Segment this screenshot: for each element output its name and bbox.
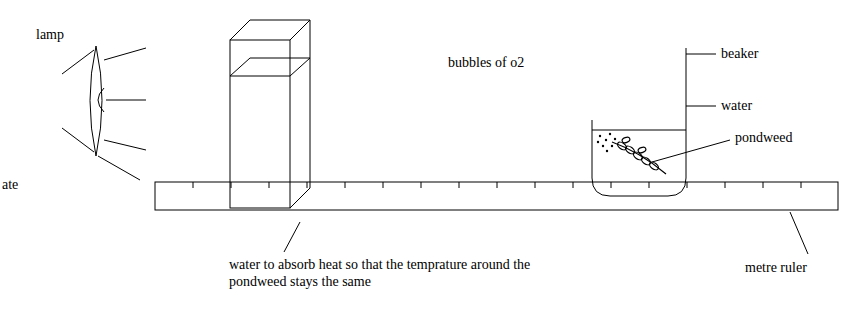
caption-note: water to absorb heat so that the temprat…: [229, 256, 559, 290]
beaker: [592, 48, 730, 196]
cut-off-label: ate: [2, 176, 18, 193]
pondweed-label: pondweed: [735, 129, 793, 146]
metre-ruler: [155, 182, 838, 254]
ruler-label: metre ruler: [745, 259, 807, 276]
beaker-label: beaker: [721, 45, 758, 62]
water-label: water: [721, 97, 752, 114]
oxygen-bubbles: [597, 133, 616, 152]
lamp-label: lamp: [36, 26, 64, 43]
water-tank: [230, 20, 310, 252]
pondweed: [612, 136, 666, 174]
lamp-symbol: [62, 46, 146, 180]
bubbles-label: bubbles of o2: [448, 54, 524, 71]
